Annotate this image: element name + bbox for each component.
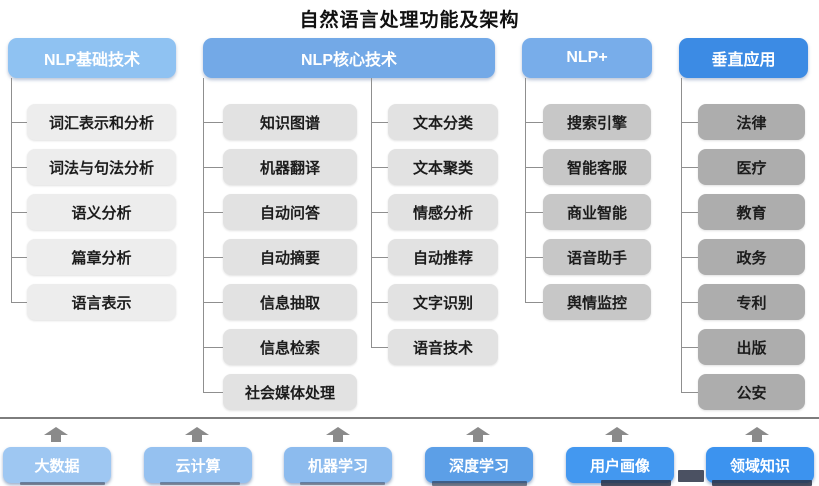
tree-line-col3 (525, 78, 526, 302)
tree-node: 词汇表示和分析 (11, 104, 176, 140)
foundation-box-user-profile: 用户画像 (566, 447, 674, 483)
column-header-nlp-core-tech: NLP核心技术 (203, 38, 495, 78)
tree-node: 机器翻译 (203, 149, 357, 185)
up-arrow-icon (466, 427, 490, 442)
foundation-box-big-data: 大数据 (3, 447, 111, 483)
tree-node: 搜索引擎 (525, 104, 651, 140)
tree-node: 智能客服 (525, 149, 651, 185)
up-arrow-icon (605, 427, 629, 442)
tree-node: 信息检索 (203, 329, 357, 365)
tree-line-col4 (681, 78, 682, 392)
diagram-title: 自然语言处理功能及架构 (299, 10, 520, 31)
tree-node: 教育 (681, 194, 805, 230)
tree-node: 语音技术 (371, 329, 498, 365)
tree-node: 文本分类 (371, 104, 498, 140)
column-header-nlp-plus: NLP+ (522, 38, 652, 78)
up-arrow-icon (326, 427, 350, 442)
tree-node: 知识图谱 (203, 104, 357, 140)
tree-line-col2-left (203, 78, 204, 392)
column-header-nlp-basic-tech: NLP基础技术 (8, 38, 176, 78)
separator-line (0, 417, 819, 419)
tree-node: 法律 (681, 104, 805, 140)
tree-node: 公安 (681, 374, 805, 410)
up-arrow-icon (185, 427, 209, 442)
tree-node: 篇章分析 (11, 239, 176, 275)
tree-node: 政务 (681, 239, 805, 275)
tree-node: 自动推荐 (371, 239, 498, 275)
tree-node: 医疗 (681, 149, 805, 185)
foundation-box-domain-knowledge: 领域知识 (706, 447, 814, 483)
foundation-box-deep-learning: 深度学习 (425, 447, 533, 483)
tree-node: 语音助手 (525, 239, 651, 275)
column-header-vertical-apps: 垂直应用 (679, 38, 808, 78)
tree-node: 商业智能 (525, 194, 651, 230)
tree-node: 出版 (681, 329, 805, 365)
tree-node: 文字识别 (371, 284, 498, 320)
tree-node: 词法与句法分析 (11, 149, 176, 185)
tree-node: 社会媒体处理 (203, 374, 357, 410)
tree-node: 语言表示 (11, 284, 176, 320)
foundation-box-machine-learning: 机器学习 (284, 447, 392, 483)
up-arrow-icon (745, 427, 769, 442)
up-arrow-icon (44, 427, 68, 442)
foundation-box-cloud-computing: 云计算 (144, 447, 252, 483)
tree-node: 情感分析 (371, 194, 498, 230)
tree-node: 文本聚类 (371, 149, 498, 185)
tree-node: 舆情监控 (525, 284, 651, 320)
tree-line-col1 (11, 78, 12, 302)
tree-node: 专利 (681, 284, 805, 320)
tree-node: 自动问答 (203, 194, 357, 230)
tree-node: 信息抽取 (203, 284, 357, 320)
tree-node: 语义分析 (11, 194, 176, 230)
tree-node: 自动摘要 (203, 239, 357, 275)
